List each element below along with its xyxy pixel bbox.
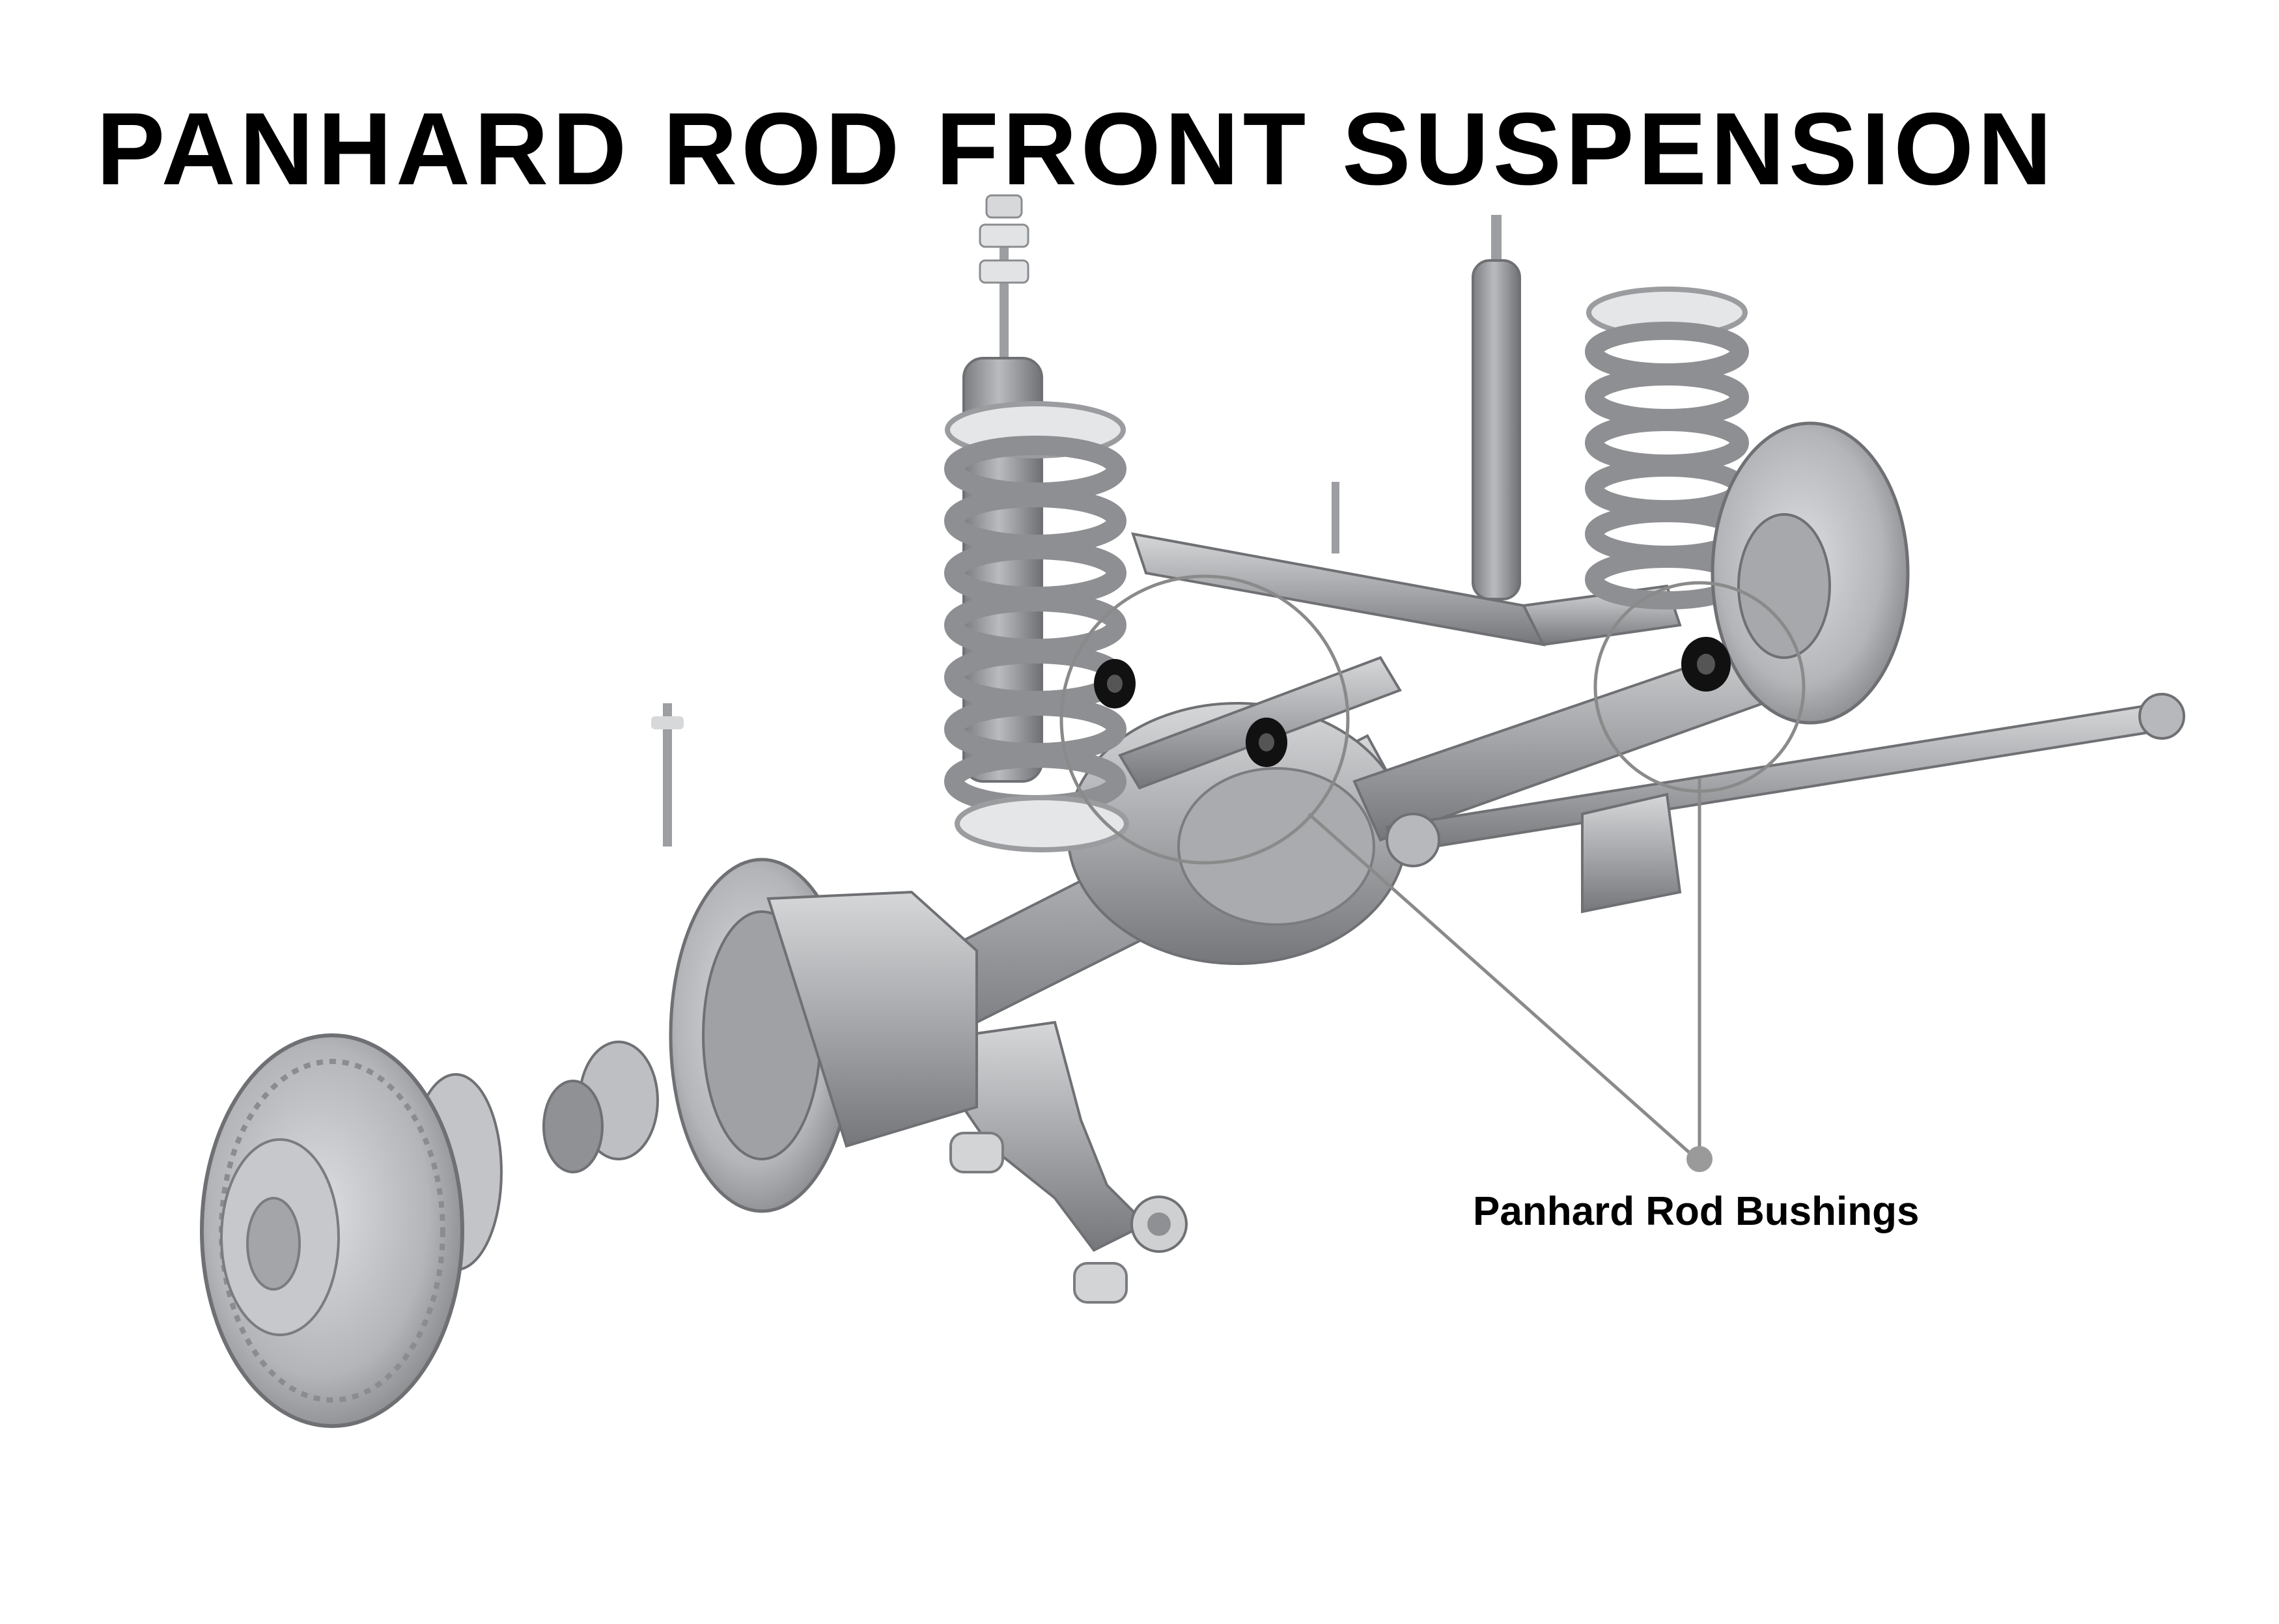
right-shock-absorber: [1472, 215, 1521, 600]
callout-leader: [1059, 574, 1806, 1157]
left-shock-absorber: [962, 194, 1043, 783]
callout-dot: [1686, 1146, 1713, 1172]
callout-label: Panhard Rod Bushings: [1473, 1189, 1920, 1234]
loose-bushings: [651, 482, 1339, 1304]
panhard-rod-bushing-icon: [1094, 637, 1731, 767]
left-hub-assembly: [409, 858, 978, 1271]
brake-disc: [200, 1033, 464, 1428]
page-title: PANHARD ROD FRONT SUSPENSION: [96, 92, 2056, 206]
panhard-rod: [1385, 693, 2185, 914]
left-coil-spring: [944, 401, 1129, 852]
right-hub: [1711, 421, 1910, 725]
